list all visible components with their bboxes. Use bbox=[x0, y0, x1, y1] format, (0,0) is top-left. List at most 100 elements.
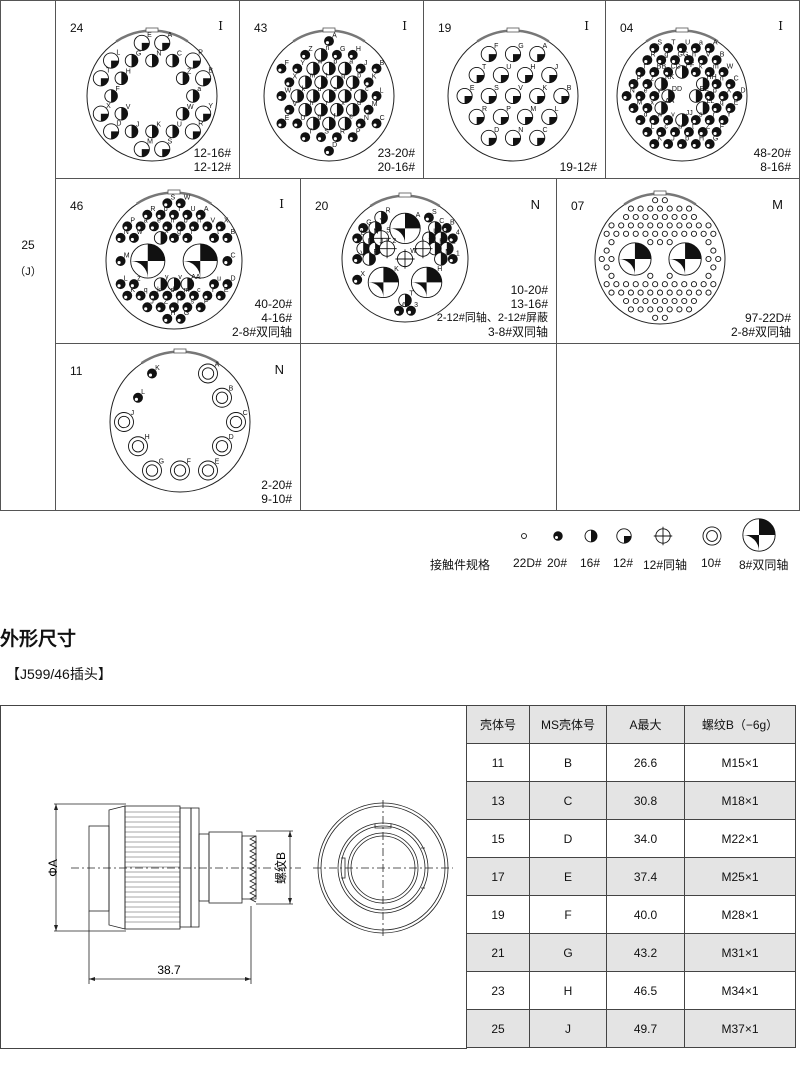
contact-20-icon bbox=[718, 91, 729, 101]
pin-label: x bbox=[165, 228, 169, 235]
pin-label: Y bbox=[727, 111, 732, 118]
contact-22D-icon bbox=[632, 213, 639, 221]
contact-22D-icon bbox=[598, 255, 605, 263]
contact-spec: 2-20#9-10# bbox=[261, 478, 292, 506]
pin-label: b bbox=[184, 218, 188, 225]
pin-label: q bbox=[341, 72, 345, 79]
pin-label: B bbox=[208, 67, 213, 74]
contact-20-icon bbox=[169, 209, 179, 220]
contact-12-icon bbox=[504, 46, 522, 63]
contact-12-icon bbox=[92, 70, 109, 87]
pin-label: H bbox=[170, 310, 175, 317]
table-cell: C bbox=[529, 781, 607, 820]
contact-16-icon bbox=[306, 116, 320, 131]
contact-12-icon bbox=[492, 108, 509, 126]
pin-label: W bbox=[727, 63, 734, 70]
pin-label: B bbox=[450, 219, 455, 226]
shell-size: 25 bbox=[21, 238, 35, 252]
contact-20-icon bbox=[697, 127, 708, 137]
pin-label: C bbox=[734, 75, 739, 82]
pin-label: B bbox=[720, 51, 725, 58]
pin-label: D bbox=[229, 434, 234, 441]
pin-label: V bbox=[292, 101, 297, 108]
pin-label: N bbox=[374, 228, 379, 235]
pin-label: F bbox=[374, 249, 378, 256]
pin-label: R bbox=[198, 121, 203, 128]
contact-20-icon bbox=[155, 302, 166, 313]
contact-16-icon bbox=[145, 124, 159, 139]
pin-label: F bbox=[285, 60, 289, 67]
section-title: 外形尺寸 bbox=[0, 629, 77, 650]
pin-label: C bbox=[177, 51, 182, 58]
pin-label: n bbox=[197, 218, 201, 225]
pin-label: X bbox=[106, 103, 111, 110]
contact-22D-icon bbox=[690, 213, 697, 221]
contact-16-icon bbox=[322, 116, 336, 131]
contact-20-icon bbox=[670, 55, 681, 65]
contact-16-icon bbox=[298, 102, 312, 117]
table-cell: 13 bbox=[466, 781, 530, 820]
contact-22D-icon bbox=[705, 222, 712, 229]
contact-22D-icon bbox=[690, 281, 697, 288]
contact-22D-icon bbox=[647, 222, 654, 229]
pin-label: U bbox=[300, 115, 305, 122]
contact-spec: 12-16#12-12# bbox=[194, 146, 231, 174]
spec-line: 2-8#双同轴 bbox=[730, 325, 791, 339]
contact-20-icon bbox=[355, 63, 366, 74]
contact-22D-icon bbox=[666, 205, 673, 212]
contact-22D-icon bbox=[603, 230, 610, 237]
contact-20-icon bbox=[628, 103, 639, 113]
pin-label: K bbox=[156, 121, 161, 128]
contact-16-icon bbox=[124, 53, 139, 68]
keyway-icon bbox=[506, 27, 520, 33]
contact-22D-icon bbox=[671, 230, 678, 237]
contact-20-icon bbox=[115, 232, 126, 243]
spec-line: 9-10# bbox=[261, 492, 292, 506]
pin-label: h bbox=[170, 218, 174, 225]
contact-22D-icon bbox=[666, 222, 673, 229]
front-view bbox=[313, 800, 453, 936]
contact-12-icon bbox=[504, 87, 522, 105]
pin-label: C bbox=[231, 252, 236, 259]
contact-22D-icon bbox=[695, 289, 702, 296]
contact-12-icon bbox=[133, 141, 150, 158]
contact-20-icon bbox=[182, 209, 193, 220]
pin-label: p bbox=[164, 206, 168, 213]
pin-label: n bbox=[325, 45, 329, 52]
contact-20-icon bbox=[642, 55, 653, 65]
pin-label: B bbox=[229, 386, 234, 393]
contact-22D-icon bbox=[686, 289, 693, 296]
contact-20-icon bbox=[642, 79, 653, 89]
contact-16-icon bbox=[104, 89, 118, 103]
contact-16-icon bbox=[165, 53, 180, 68]
contact-12coax-icon bbox=[377, 239, 397, 259]
pin-label: Z bbox=[706, 123, 711, 130]
pin-label: D bbox=[116, 121, 121, 128]
contact-16-icon bbox=[175, 71, 190, 86]
insert-number: 19 bbox=[438, 21, 452, 35]
table-cell: M15×1 bbox=[684, 743, 796, 782]
legend-label-10: 10# bbox=[701, 556, 722, 570]
pin-label: d bbox=[644, 111, 648, 118]
pin-label: y bbox=[165, 274, 169, 281]
table-cell: 23 bbox=[466, 971, 530, 1010]
pin-label: F bbox=[187, 458, 191, 465]
pin-label: H bbox=[530, 64, 535, 71]
contact-20-icon bbox=[195, 302, 206, 313]
contact-22D-icon bbox=[608, 222, 615, 229]
pin-label: K bbox=[130, 287, 135, 294]
contact-22D-icon bbox=[700, 230, 707, 237]
contact-20-icon bbox=[147, 368, 157, 379]
contact-8-icon bbox=[367, 266, 400, 299]
contact-22D-icon bbox=[608, 289, 615, 296]
keyway-icon bbox=[145, 27, 159, 33]
pin-label: 4 bbox=[456, 230, 460, 237]
pin-label: D bbox=[231, 275, 236, 282]
contact-20-icon bbox=[189, 290, 199, 301]
contact-20-icon bbox=[347, 49, 358, 60]
pin-label: V bbox=[360, 250, 365, 257]
contact-22D-icon bbox=[661, 281, 668, 288]
